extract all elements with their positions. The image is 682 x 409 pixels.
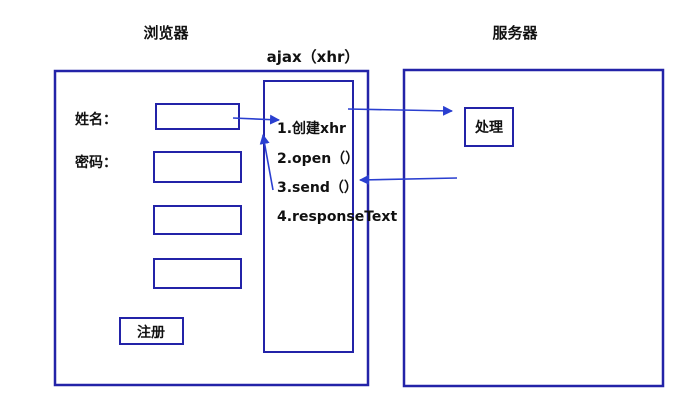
ajax-heading: ajax（xhr） xyxy=(267,48,360,66)
xhr-step-open: 2.open（） xyxy=(277,151,359,167)
name-label: 姓名： xyxy=(75,111,117,128)
server-frame xyxy=(402,68,665,388)
xhr-panel xyxy=(263,80,354,353)
register-button[interactable]: 注册 xyxy=(119,317,184,345)
xhr-step-create: 1.创建xhr xyxy=(277,120,346,137)
name-input[interactable] xyxy=(155,103,240,130)
password-input[interactable] xyxy=(153,151,242,183)
form-input-4[interactable] xyxy=(153,258,242,289)
browser-heading: 浏览器 xyxy=(143,24,189,42)
process-box: 处理 xyxy=(464,107,514,147)
arrow-xhr-to-process xyxy=(347,105,453,116)
xhr-step-send: 3.send（） xyxy=(277,180,358,196)
browser-frame xyxy=(53,69,370,387)
form-input-3[interactable] xyxy=(153,205,242,235)
process-label: 处理 xyxy=(474,119,503,136)
arrow-send-to-create xyxy=(259,134,274,191)
xhr-step-response-text: 4.responseText xyxy=(277,209,397,225)
server-heading: 服务器 xyxy=(492,24,538,42)
password-label: 密码： xyxy=(74,154,117,171)
register-button-label: 注册 xyxy=(137,324,165,341)
arrow-input-to-xhr xyxy=(232,114,280,125)
arrow-server-response xyxy=(359,174,458,185)
